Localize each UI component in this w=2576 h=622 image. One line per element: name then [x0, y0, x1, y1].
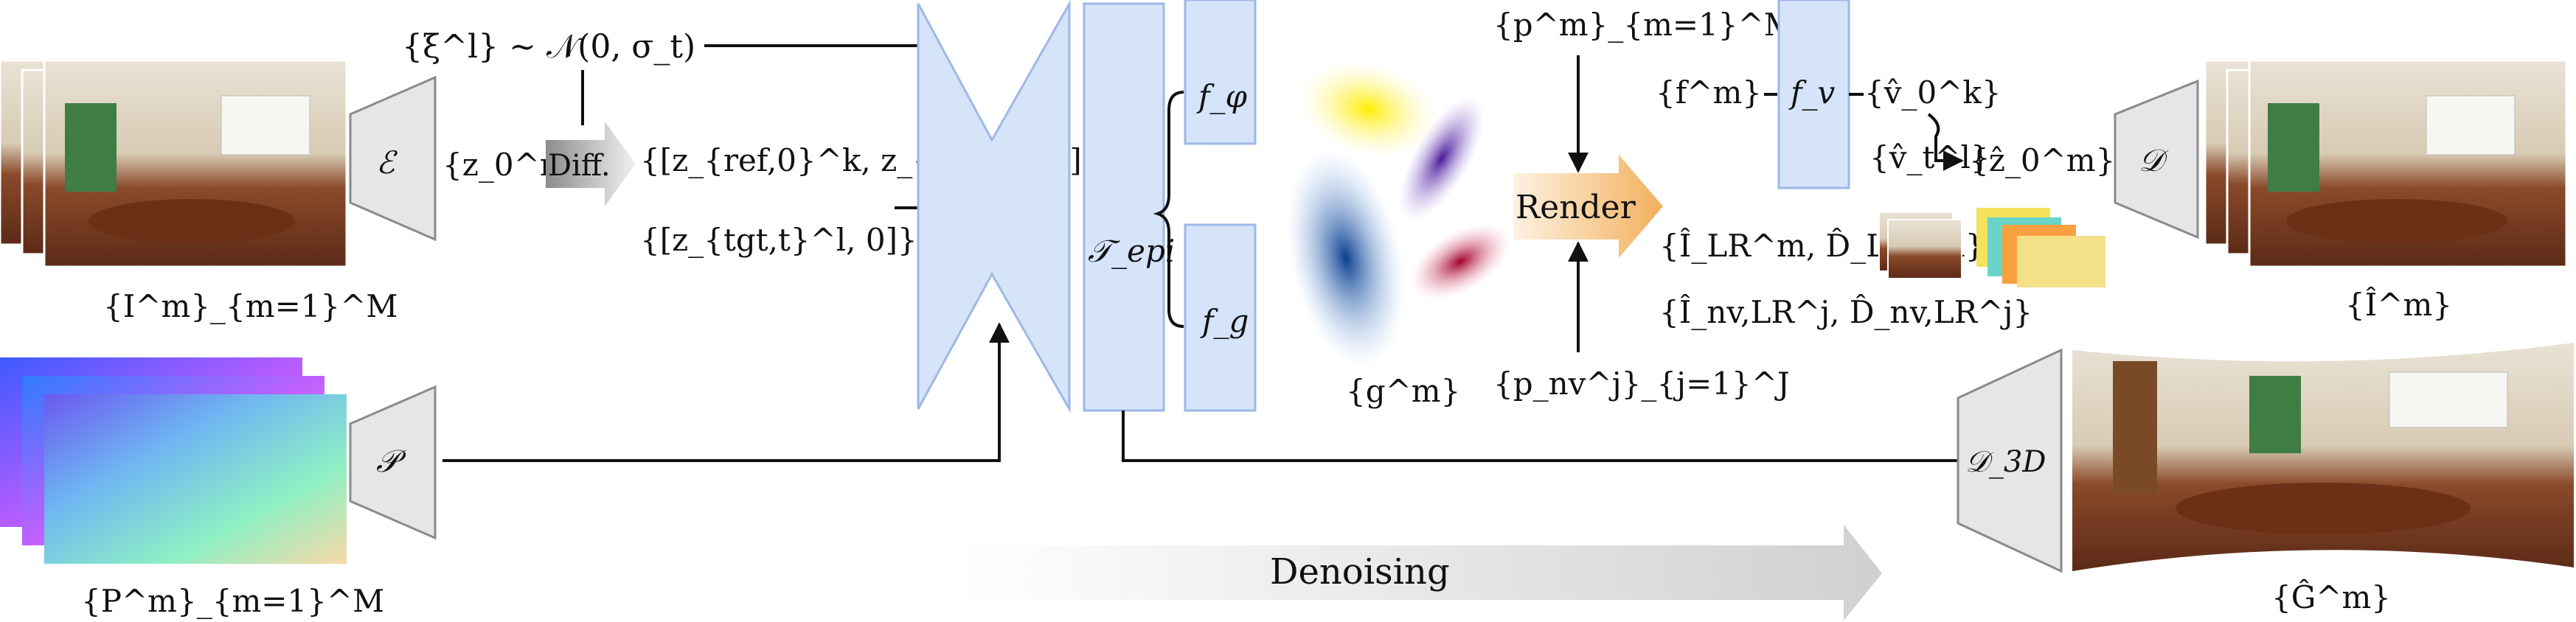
head-v-label: f_v: [1788, 74, 1836, 111]
z0-hat-label: {ẑ_0^m}: [1969, 142, 2115, 178]
output-photo-stack: [2204, 59, 2568, 268]
head-v-block: [1777, 0, 1850, 189]
output-gaussians-caption: {Ĝ^m}: [2271, 579, 2391, 615]
denoising-label: Denoising: [1270, 551, 1450, 593]
encoder-e-label: ℰ: [376, 144, 398, 181]
head-g-block: [1184, 223, 1257, 412]
heads-brace: [1153, 91, 1184, 328]
decoder-d3d-label: 𝒟_3D: [1965, 445, 2046, 479]
transformer-label: 𝒯_epi: [1088, 233, 1175, 269]
plucker-to-unet-arrow: [442, 322, 1010, 462]
head-phi-label: f_φ: [1196, 78, 1248, 114]
render-label: Render: [1516, 189, 1636, 226]
rendered-nv-label: {Î_nv,LR^j, D̂_nv,LR^j}: [1659, 293, 2032, 330]
noise-label: {ξ^l} ~ 𝒩(0, σ_t): [402, 28, 695, 66]
diff-label: Diff.: [548, 149, 611, 183]
unet-block: [917, 0, 1071, 413]
denoising-arrow: [959, 525, 1882, 621]
encoder-p-block: [349, 385, 437, 540]
diff-arrow-block: [546, 122, 636, 206]
poses-bottom-label: {p_nv^j}_{j=1}^J: [1493, 366, 1790, 402]
output-3d-scene: [2072, 343, 2574, 571]
velocity-to-z0-arrow: [1927, 113, 1964, 171]
transformer-to-d3d-line: [1122, 410, 1958, 462]
images-caption: {I^m}_{m=1}^M: [103, 288, 397, 324]
head-g-label: f_g: [1200, 303, 1249, 339]
encoder-e-block: [349, 75, 437, 242]
features-label: {f^m}: [1656, 74, 1762, 111]
gaussians-caption: {g^m}: [1346, 373, 1460, 409]
transformer-block: [1083, 2, 1165, 412]
vt-hat-label: {v̂_t^l}: [1869, 139, 1990, 175]
poses-top-label: {p^m}_{m=1}^M: [1493, 7, 1796, 43]
v0-hat-label: {v̂_0^k}: [1864, 74, 2002, 111]
decoder-d3d-block: [1957, 348, 2063, 573]
rendered-thumbnails: [1878, 208, 2105, 287]
decoder-d-block: [2114, 79, 2199, 240]
plucker-stack: [0, 357, 347, 564]
head-phi-block: [1184, 0, 1257, 145]
tgt-latents-label: {[z_{tgt,t}^l, 0]}_l: [640, 222, 942, 258]
input-photo-stack: [0, 59, 348, 268]
output-images-caption: {Î^m}: [2345, 286, 2452, 323]
plucker-caption: {P^m}_{m=1}^M: [81, 583, 384, 619]
render-arrow-block: [1513, 155, 1663, 258]
gaussian-splats: [1287, 61, 1510, 367]
